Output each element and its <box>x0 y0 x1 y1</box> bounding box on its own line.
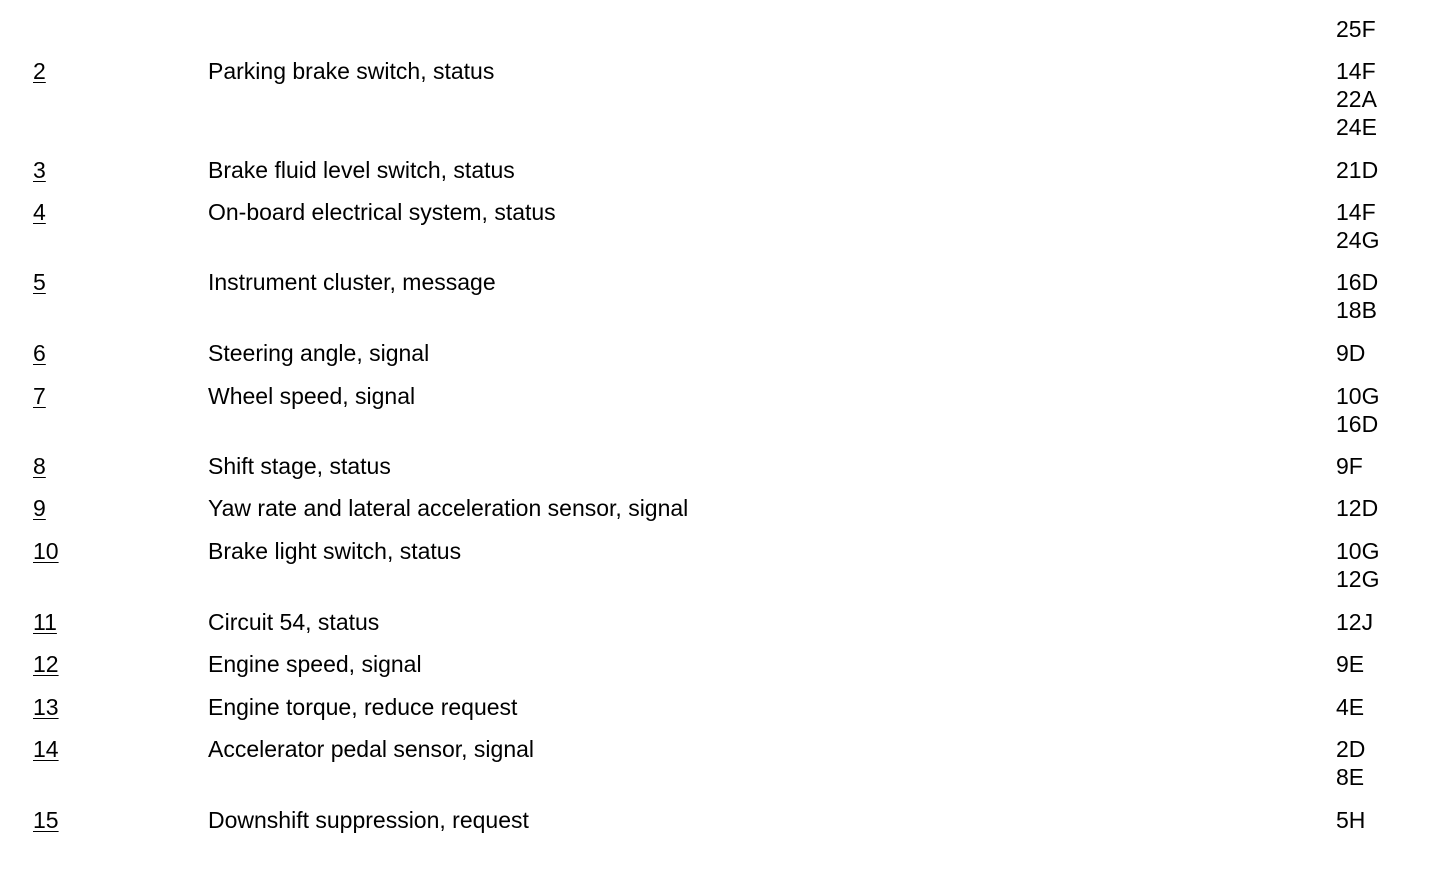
grid-reference: 9E <box>1336 651 1365 677</box>
ref-list: 9F <box>1336 452 1363 480</box>
ref-list: 25F <box>1336 15 1376 43</box>
row-number-link[interactable]: 4 <box>33 199 46 225</box>
grid-reference: 10G <box>1336 383 1380 409</box>
grid-reference: 24E <box>1336 114 1377 140</box>
row-number-link[interactable]: 7 <box>33 383 46 409</box>
ref-list: 2D 8E <box>1336 735 1365 791</box>
row-number-link[interactable]: 15 <box>33 807 59 833</box>
grid-reference: 5H <box>1336 807 1366 833</box>
ref-list: 21D <box>1336 156 1378 184</box>
ref-list: 12J <box>1336 608 1373 636</box>
ref-list: 12D <box>1336 494 1378 522</box>
row-description: Accelerator pedal sensor, signal <box>208 736 535 762</box>
row-description: Brake light switch, status <box>208 538 462 564</box>
grid-reference: 12D <box>1336 495 1379 521</box>
grid-reference: 14F <box>1336 58 1376 84</box>
row-number-link[interactable]: 12 <box>33 651 59 677</box>
grid-reference: 10G <box>1336 538 1380 564</box>
grid-reference: 4E <box>1336 694 1365 720</box>
grid-reference: 9D <box>1336 340 1366 366</box>
grid-reference: 25F <box>1336 16 1376 42</box>
row-description: Yaw rate and lateral acceleration sensor… <box>208 495 689 521</box>
row-description: On-board electrical system, status <box>208 199 556 225</box>
row-number-link[interactable]: 14 <box>33 736 59 762</box>
grid-reference: 12G <box>1336 566 1380 592</box>
ref-list: 9E <box>1336 650 1364 678</box>
ref-list: 14F 22A 24E <box>1336 57 1377 141</box>
grid-reference: 24G <box>1336 227 1380 253</box>
grid-reference: 16D <box>1336 269 1379 295</box>
row-description: Steering angle, signal <box>208 340 430 366</box>
grid-reference: 9F <box>1336 453 1363 479</box>
row-number-link[interactable]: 2 <box>33 58 46 84</box>
row-number-link[interactable]: 11 <box>33 609 57 635</box>
row-number-link[interactable]: 9 <box>33 495 46 521</box>
row-description: Circuit 54, status <box>208 609 380 635</box>
row-description: Wheel speed, signal <box>208 383 416 409</box>
grid-reference: 2D <box>1336 736 1366 762</box>
row-number-link[interactable]: 6 <box>33 340 46 366</box>
row-description: Shift stage, status <box>208 453 391 479</box>
row-description: Engine torque, reduce request <box>208 694 518 720</box>
ref-list: 9D <box>1336 339 1365 367</box>
row-description: Instrument cluster, message <box>208 269 496 295</box>
ref-list: 14F 24G <box>1336 198 1379 254</box>
row-description: Brake fluid level switch, status <box>208 157 515 183</box>
row-description: Engine speed, signal <box>208 651 422 677</box>
grid-reference: 21D <box>1336 157 1379 183</box>
row-description: Parking brake switch, status <box>208 58 495 84</box>
grid-reference: 22A <box>1336 86 1377 112</box>
grid-reference: 16D <box>1336 411 1379 437</box>
grid-reference: 18B <box>1336 297 1377 323</box>
row-number-link[interactable]: 10 <box>33 538 59 564</box>
ref-list: 10G 16D <box>1336 382 1379 438</box>
ref-list: 10G 12G <box>1336 537 1379 593</box>
grid-reference: 14F <box>1336 199 1376 225</box>
row-number-link[interactable]: 13 <box>33 694 59 720</box>
row-number-link[interactable]: 5 <box>33 269 46 295</box>
row-number-link[interactable]: 3 <box>33 157 46 183</box>
ref-list: 5H <box>1336 806 1365 834</box>
grid-reference: 12J <box>1336 609 1374 635</box>
ref-list: 4E <box>1336 693 1364 721</box>
row-description: Downshift suppression, request <box>208 807 529 833</box>
row-number-link[interactable]: 8 <box>33 453 46 479</box>
ref-list: 16D 18B <box>1336 268 1378 324</box>
grid-reference: 8E <box>1336 764 1365 790</box>
